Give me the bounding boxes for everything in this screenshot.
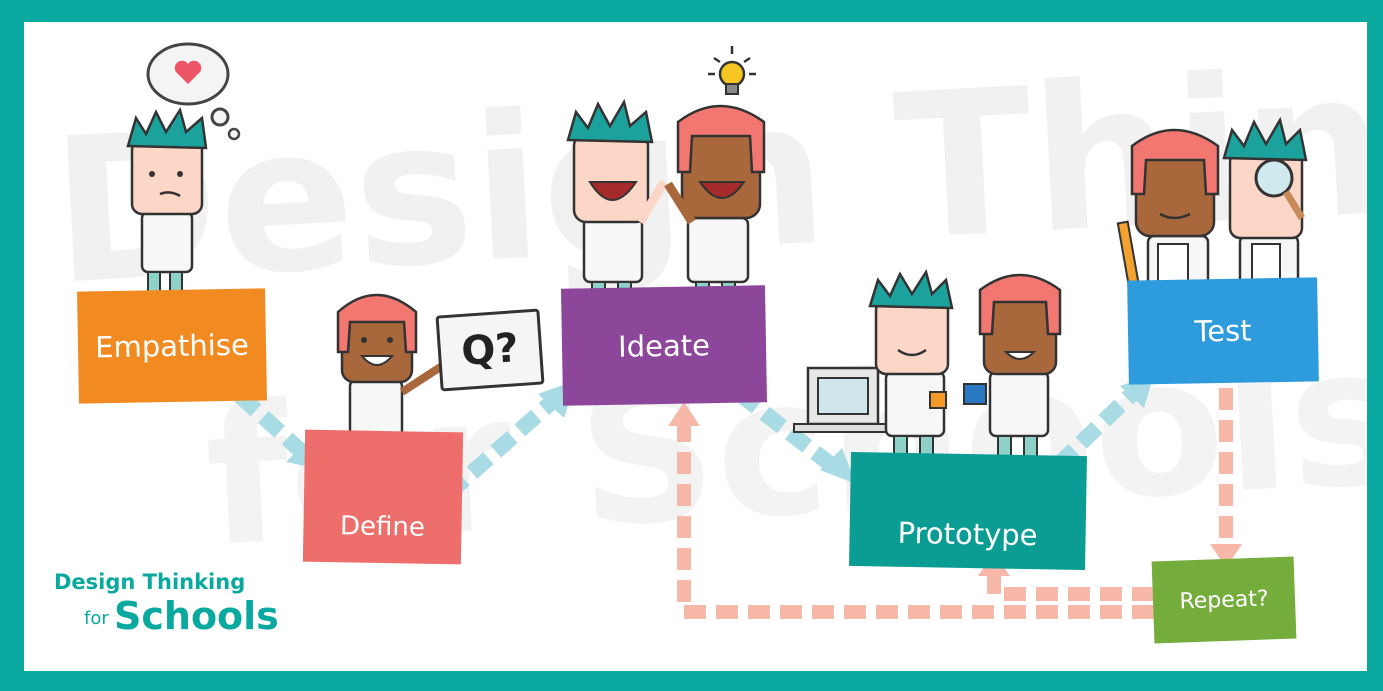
stage-repeat: Repeat?: [1151, 556, 1297, 644]
diagram-canvas: Design Thinking for Schools: [24, 22, 1367, 671]
stage-prototype: Prototype: [849, 451, 1087, 571]
arrow-prototype-to-test: [1052, 386, 1140, 471]
arrow-repeat-to-prototype: [987, 570, 1154, 601]
stage-test-label: Test: [1194, 313, 1252, 349]
stage-test: Test: [1127, 277, 1319, 385]
lightbulb-icon: [708, 46, 756, 95]
stage-define-label: Define: [339, 511, 426, 543]
stage-ideate-label: Ideate: [617, 327, 711, 364]
loop-arrows: [677, 388, 1233, 619]
stage-prototype-label: Prototype: [897, 515, 1038, 553]
arrow-ideate-to-prototype: [709, 367, 839, 474]
thought-bubble-heart-icon: [146, 42, 241, 141]
stage-repeat-label: Repeat?: [1179, 585, 1269, 615]
brand-schools: Schools: [114, 594, 279, 638]
question-sign-text: Q?: [459, 325, 521, 375]
3d-printer-icon: [793, 366, 895, 433]
arrow-repeat-to-ideate: [677, 420, 1154, 619]
arrow-define-to-ideate: [442, 394, 560, 500]
character-ideate-girl: [664, 104, 766, 323]
brand-line1: Design Thinking: [54, 570, 246, 594]
stage-ideate: Ideate: [560, 285, 768, 406]
stage-define: Define: [302, 429, 464, 565]
stage-empathise-label: Empathise: [94, 327, 250, 365]
stage-empathise: Empathise: [77, 288, 267, 404]
question-sign: Q?: [435, 308, 545, 392]
brand-for: for: [84, 608, 109, 629]
brand-logo: Design Thinking for Schools: [54, 570, 279, 638]
